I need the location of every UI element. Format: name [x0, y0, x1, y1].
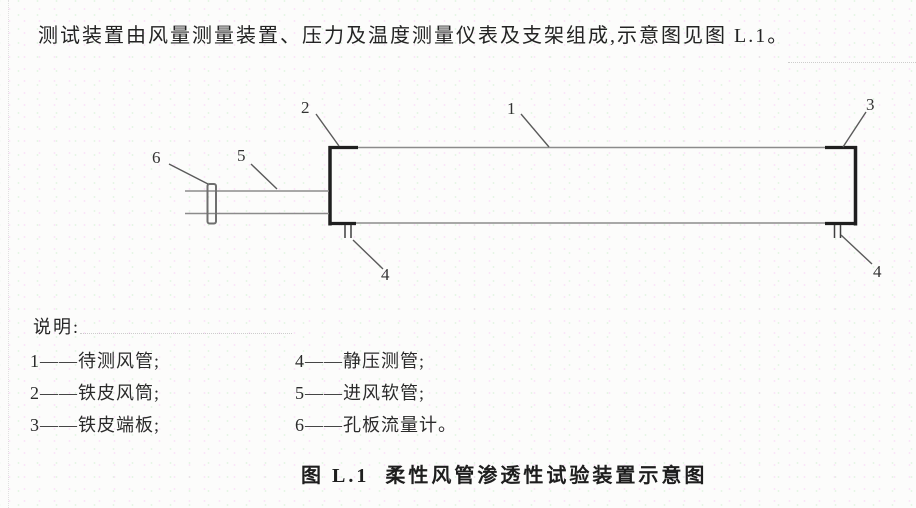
- leader-line-4-left: [352, 239, 384, 270]
- legend-item-3: 3——铁皮端板;: [30, 415, 161, 435]
- leader-line-2: [315, 113, 340, 147]
- callout-3: 3: [866, 95, 875, 114]
- leader-line-3: [842, 111, 867, 148]
- callout-2: 2: [301, 98, 310, 117]
- callout-5: 5: [237, 146, 246, 165]
- duct-under-test: [354, 146, 826, 224]
- apparatus-diagram: [168, 111, 873, 270]
- legend-item-2: 2——铁皮风筒;: [30, 383, 161, 403]
- metal-end-plate: [825, 145, 858, 226]
- callout-4-right: 4: [873, 262, 882, 281]
- leader-line-5: [250, 163, 278, 190]
- legend-item-6: 6——孔板流量计。: [295, 415, 457, 435]
- intro-paragraph: 测试装置由风量测量装置、压力及温度测量仪表及支架组成,示意图见图 L.1。: [38, 25, 790, 47]
- legend-item-1: 1——待测风管;: [30, 351, 161, 371]
- callout-6: 6: [152, 148, 161, 167]
- scan-artifact-line: [80, 333, 292, 334]
- leader-line-6: [168, 163, 209, 185]
- legend-item-5: 5——进风软管;: [295, 383, 426, 403]
- leader-line-4-right: [840, 234, 873, 265]
- static-pressure-tube-right: [833, 225, 842, 238]
- figure-caption: 图 L.1 柔性风管渗透性试验装置示意图: [301, 465, 708, 487]
- callout-4-left: 4: [381, 265, 390, 284]
- leader-line-1: [520, 113, 550, 148]
- inlet-hose: [185, 190, 329, 215]
- legend-heading: 说明:: [33, 317, 81, 337]
- legend-item-4: 4——静压测管;: [295, 351, 426, 371]
- leader-lines: [168, 111, 873, 270]
- static-pressure-tube-left: [344, 225, 352, 238]
- scan-artifact-line: [788, 62, 916, 63]
- callout-1: 1: [507, 99, 516, 118]
- metal-duct-section: [328, 145, 358, 226]
- orifice-flowmeter: [206, 183, 217, 225]
